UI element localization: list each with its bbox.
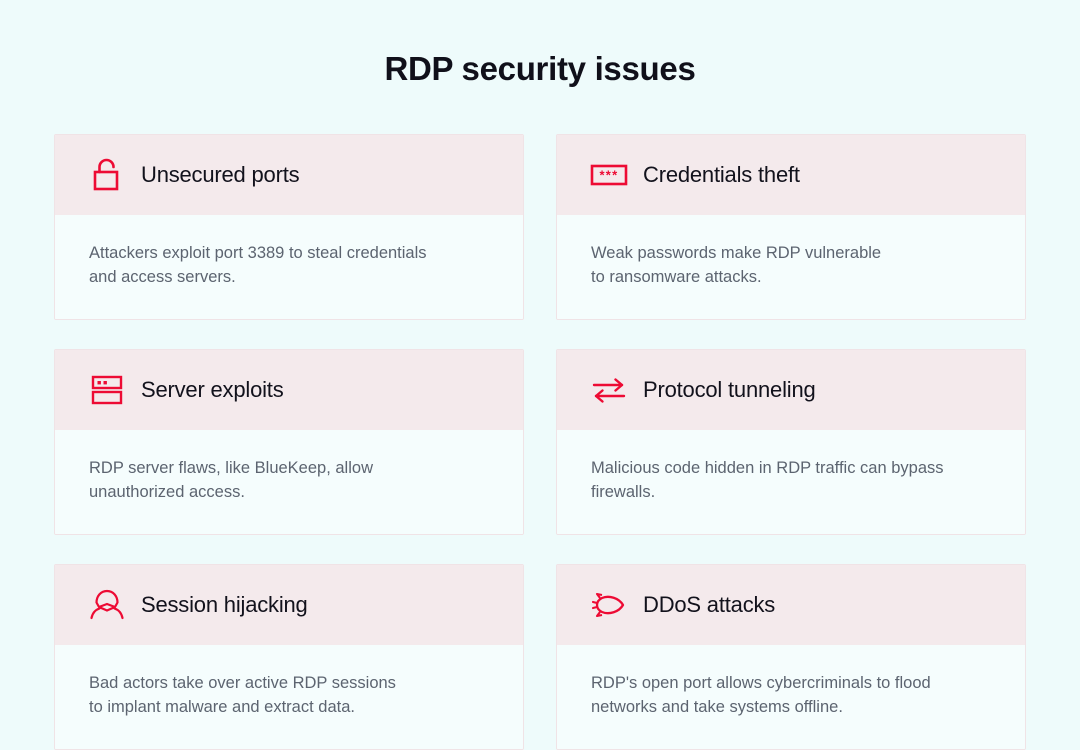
card-body: Weak passwords make RDP vulnerable to ra… — [557, 215, 1025, 319]
card-unsecured-ports: Unsecured ports Attackers exploit port 3… — [54, 134, 524, 320]
card-session-hijacking: Session hijacking Bad actors take over a… — [54, 564, 524, 750]
card-title: DDoS attacks — [643, 592, 776, 617]
svg-text:***: *** — [599, 168, 618, 183]
card-title: Protocol tunneling — [643, 377, 816, 402]
card-title: Session hijacking — [141, 592, 308, 617]
bug-icon — [589, 585, 629, 625]
card-title: Server exploits — [141, 377, 284, 402]
card-description: RDP server flaws, like BlueKeep, allow u… — [89, 459, 373, 501]
card-description: Malicious code hidden in RDP traffic can… — [591, 459, 944, 501]
card-header: DDoS attacks — [557, 565, 1025, 645]
card-header: Session hijacking — [55, 565, 523, 645]
card-protocol-tunneling: Protocol tunneling Malicious code hidden… — [556, 349, 1026, 535]
card-description: Bad actors take over active RDP sessions… — [89, 674, 396, 716]
card-credentials-theft: *** Credentials theft Weak passwords mak… — [556, 134, 1026, 320]
page-title: RDP security issues — [384, 50, 696, 87]
password-asterisks-icon: *** — [589, 155, 629, 195]
card-description: Attackers exploit port 3389 to steal cre… — [89, 244, 427, 286]
card-title: Credentials theft — [643, 162, 800, 187]
hooded-hacker-icon — [87, 585, 127, 625]
card-body: Malicious code hidden in RDP traffic can… — [557, 430, 1025, 534]
card-header: Protocol tunneling — [557, 350, 1025, 430]
open-padlock-icon — [87, 155, 127, 195]
two-way-arrows-icon — [589, 370, 629, 410]
cards-grid: Unsecured ports Attackers exploit port 3… — [54, 134, 1026, 750]
card-description: Weak passwords make RDP vulnerable to ra… — [591, 244, 882, 286]
card-title: Unsecured ports — [141, 162, 300, 187]
card-server-exploits: Server exploits RDP server flaws, like B… — [54, 349, 524, 535]
card-body: Attackers exploit port 3389 to steal cre… — [55, 215, 523, 319]
card-header: Server exploits — [55, 350, 523, 430]
card-header: Unsecured ports — [55, 135, 523, 215]
card-header: *** Credentials theft — [557, 135, 1025, 215]
infographic-page: RDP security issues Unsecured ports Atta… — [54, 50, 1026, 750]
server-rack-icon — [87, 370, 127, 410]
card-body: RDP's open port allows cybercriminals to… — [557, 645, 1025, 749]
card-body: Bad actors take over active RDP sessions… — [55, 645, 523, 749]
card-ddos-attacks: DDoS attacks RDP's open port allows cybe… — [556, 564, 1026, 750]
card-description: RDP's open port allows cybercriminals to… — [591, 674, 931, 716]
card-body: RDP server flaws, like BlueKeep, allow u… — [55, 430, 523, 534]
